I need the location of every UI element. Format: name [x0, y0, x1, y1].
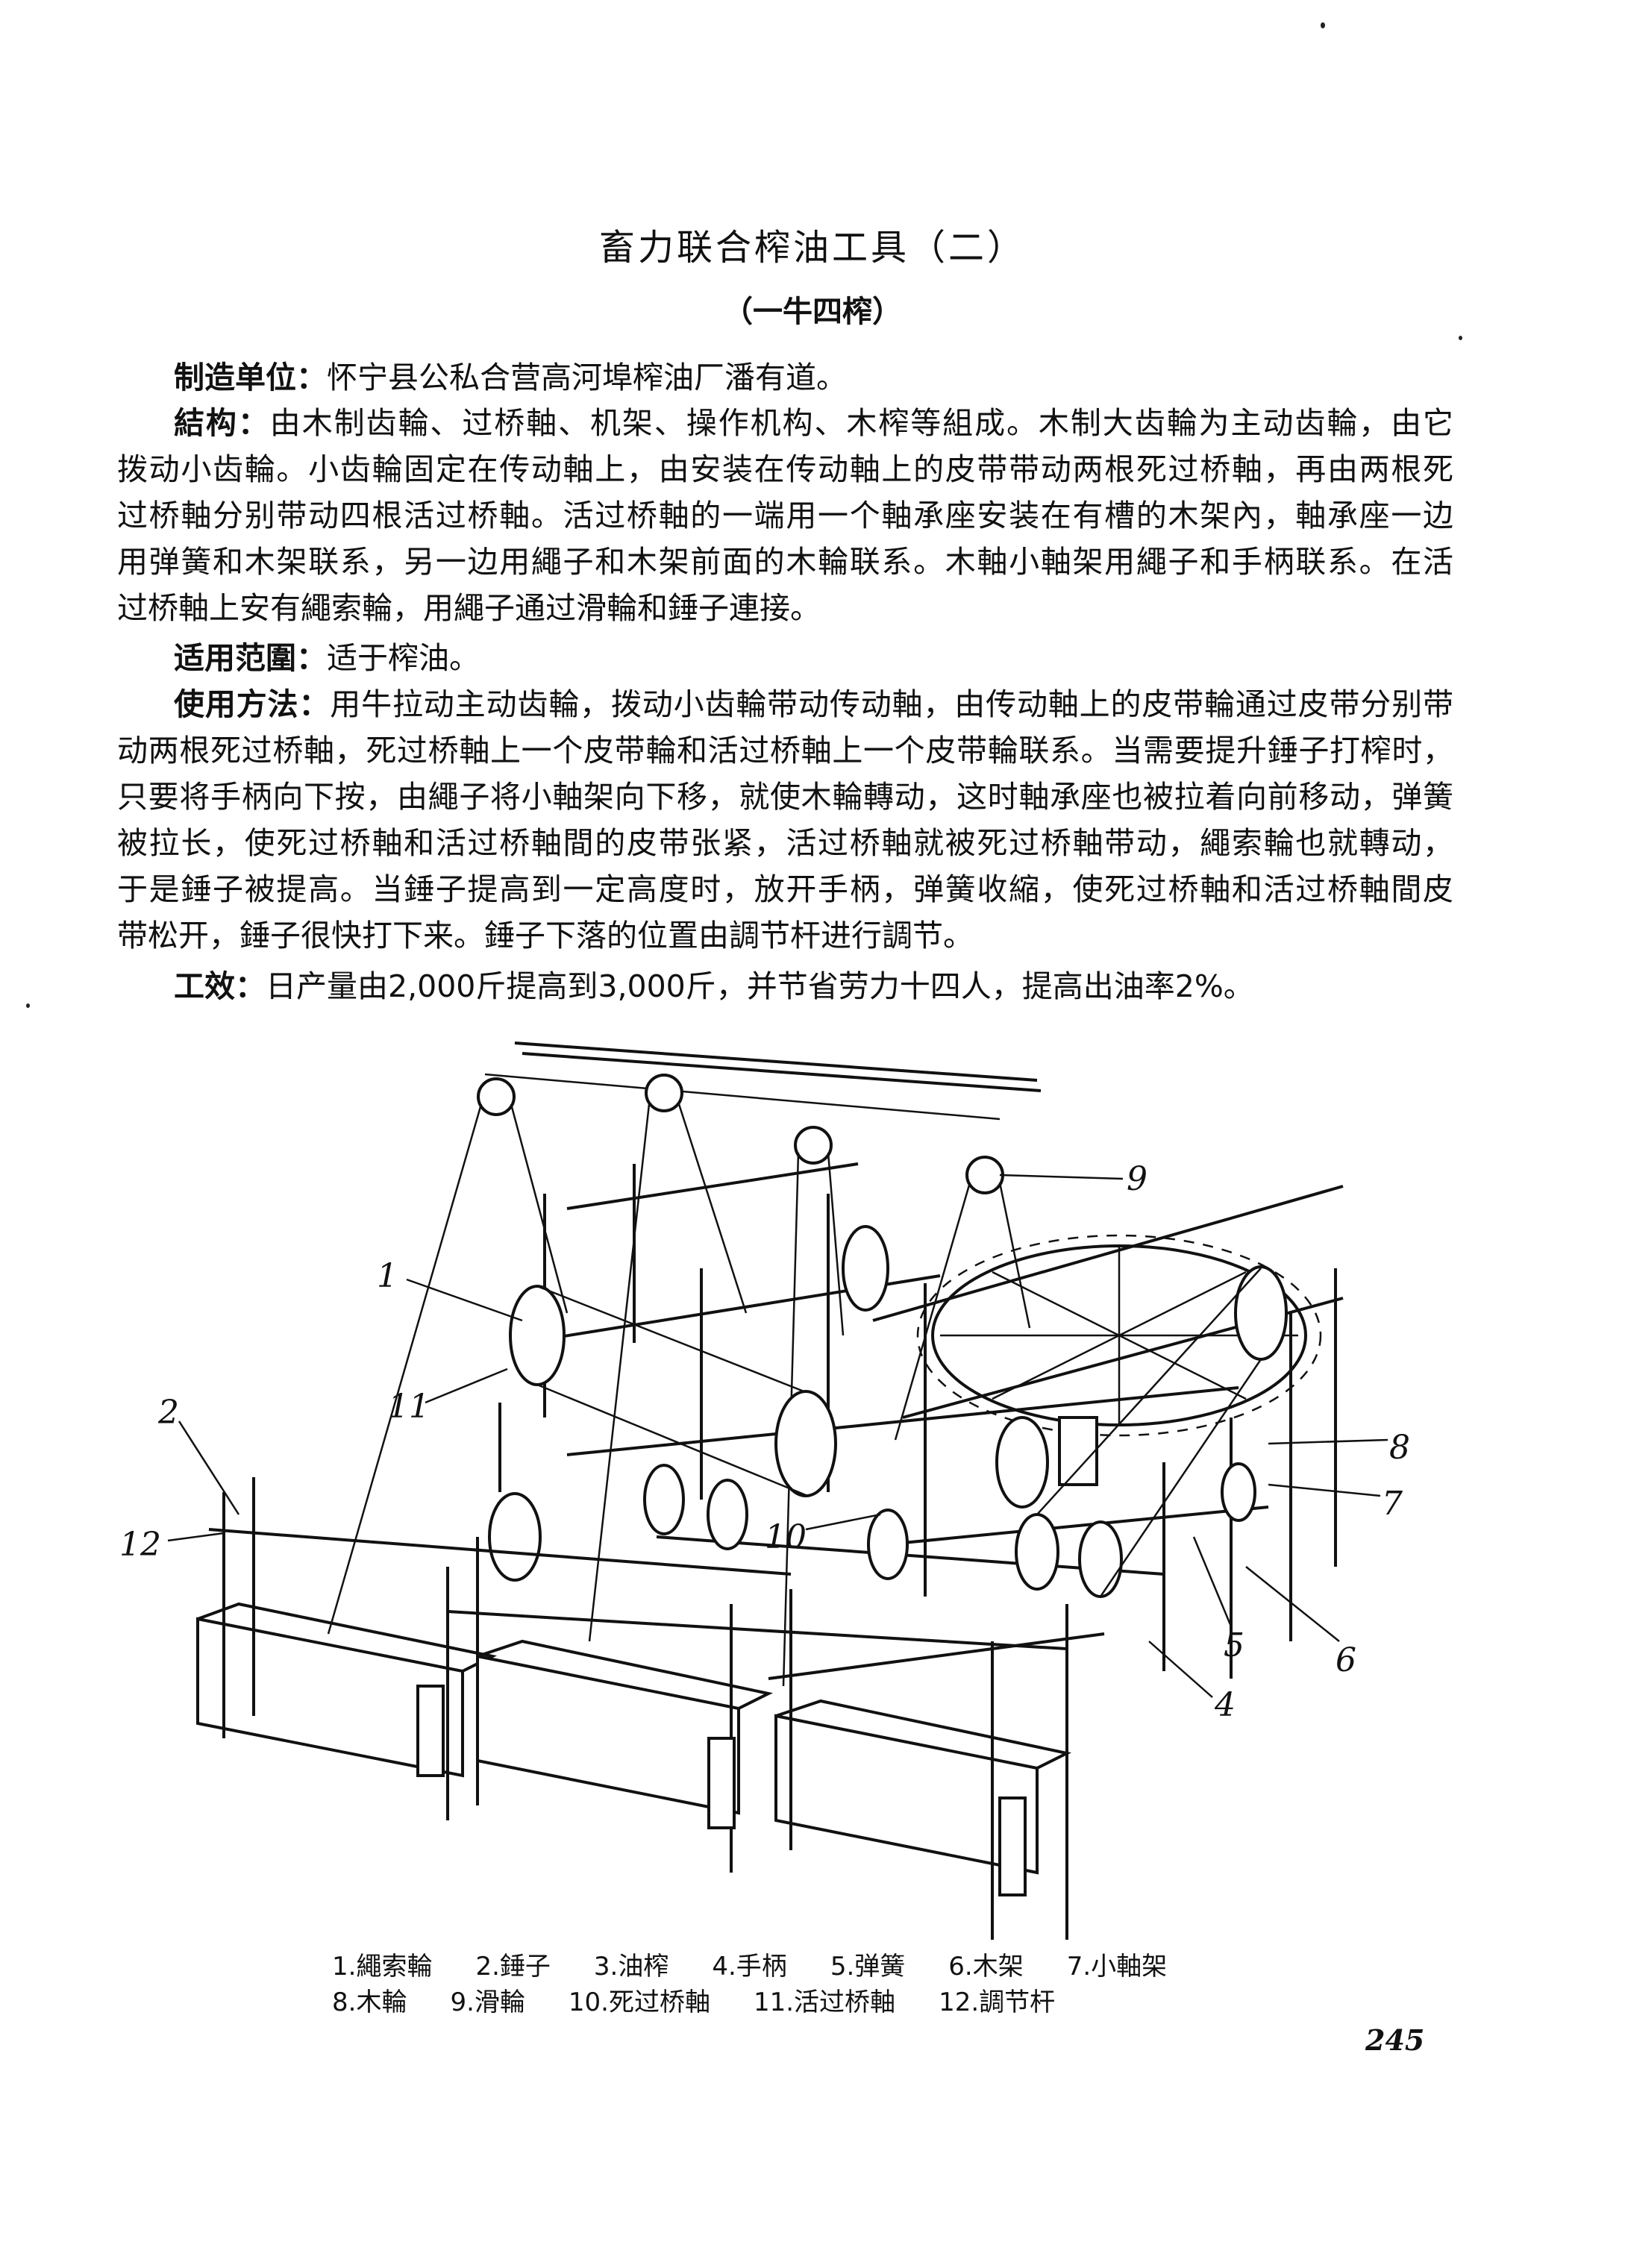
callout-7: 7	[1382, 1485, 1403, 1523]
belt-wheels	[488, 1225, 1288, 1598]
text-line: 于是錘子被提高。当錘子提高到一定高度时，放开手柄，弹簧收縮，使死过桥軸和活过桥軸…	[117, 871, 1453, 907]
scan-speck	[1321, 22, 1325, 28]
text-line: 带松开，錘子很快打下来。錘子下落的位置由調节杆进行調节。	[117, 918, 974, 953]
belts	[536, 1268, 1262, 1597]
text-line: 用牛拉动主动齿輪，拨动小齿輪带动传动軸，由传动軸上的皮带輪通过皮带分别带	[330, 686, 1453, 722]
label-efficiency: 工效：	[174, 968, 266, 1004]
caption-row-1: 1.繩索輪 2.錘子 3.油榨 4.手柄 5.弹簧 6.木架 7.小軸架	[332, 1949, 1210, 1985]
paragraph-efficiency: 工效：日产量由2,000斤提高到3,000斤，并节省劳力十四人，提高出油率2%。	[117, 963, 1453, 1009]
callout-1: 1	[377, 1257, 398, 1295]
callout-4: 4	[1214, 1686, 1236, 1724]
page-subtitle: （一牛四榨）	[723, 295, 902, 329]
text-line: 适于榨油。	[327, 640, 480, 676]
paragraph-usage: 使用方法：用牛拉动主动齿輪，拨动小齿輪带动传动軸，由传动軸上的皮带輪通过皮带分别…	[117, 681, 1453, 959]
caption-item: 2.錘子	[475, 1952, 551, 1982]
text-line: 拨动小齿輪。小齿輪固定在传动軸上，由安装在传动軸上的皮带带动两根死过桥軸，再由两…	[117, 451, 1453, 487]
text-line: 过桥軸上安有繩索輪，用繩子通过滑輪和錘子連接。	[117, 590, 821, 626]
text-line: 由木制齿輪、过桥軸、机架、操作机构、木榨等組成。木制大齿輪为主动齿輪，由它	[269, 405, 1454, 441]
caption-item: 6.木架	[948, 1952, 1024, 1982]
paragraph-scope: 适用范圍：适于榨油。	[117, 635, 1453, 681]
callout-9: 9	[1127, 1160, 1147, 1198]
label-structure: 結构：	[174, 405, 270, 441]
callout-labels: 1 2 12 11 10 9 8 7 5 6 4	[119, 1160, 1410, 1724]
callout-8: 8	[1389, 1429, 1410, 1467]
caption-item: 11.活过桥軸	[753, 1987, 896, 2017]
paragraph-maker: 制造单位：怀宁县公私合营高河埠榨油厂潘有道。	[117, 354, 1453, 401]
hanging-pulleys	[477, 1074, 1004, 1194]
main-gear-wheel	[916, 1234, 1322, 1486]
text-line: 过桥軸分别带动四根活过桥軸。活过桥軸的一端用一个軸承座安装在有槽的木架內，軸承座…	[117, 498, 1453, 533]
text-line: 用弹簧和木架联系，另一边用繩子和木架前面的木輪联系。木軸小軸架用繩子和手柄联系。…	[117, 544, 1453, 580]
caption-item: 5.弹簧	[830, 1952, 906, 1982]
caption-item: 12.調节杆	[939, 1987, 1056, 2017]
scan-speck	[1459, 336, 1462, 340]
caption-item: 8.木輪	[332, 1987, 407, 2017]
label-scope: 适用范圍：	[174, 640, 327, 676]
text-line: 只要将手柄向下按，由繩子将小軸架向下移，就使木輪轉动，这时軸承座也被拉着向前移动…	[117, 779, 1453, 815]
callout-5: 5	[1224, 1626, 1244, 1664]
label-maker: 制造单位：	[174, 360, 327, 395]
scan-speck	[26, 1003, 30, 1008]
ropes	[327, 1103, 1031, 1687]
oil-presses	[196, 1477, 1105, 1940]
label-usage: 使用方法：	[174, 686, 331, 722]
callout-11: 11	[388, 1388, 430, 1426]
callout-10: 10	[765, 1518, 807, 1556]
text-line: 动两根死过桥軸，死过桥軸上一个皮带輪和活过桥軸上一个皮带輪联系。当需要提升錘子打…	[117, 733, 1453, 768]
figure-caption: 1.繩索輪 2.錘子 3.油榨 4.手柄 5.弹簧 6.木架 7.小軸架 8.木…	[332, 1949, 1210, 2020]
text-line: 日产量由2,000斤提高到3,000斤，并节省劳力十四人，提高出油率2%。	[266, 968, 1254, 1004]
page-title: 畜力联合榨油工具（二）	[598, 227, 1026, 269]
caption-item: 10.死过桥軸	[568, 1987, 710, 2017]
caption-item: 4.手柄	[712, 1952, 787, 1982]
callout-12: 12	[119, 1526, 161, 1564]
caption-item: 9.滑輪	[450, 1987, 525, 2017]
page-number: 245	[1365, 2023, 1425, 2057]
caption-row-2: 8.木輪 9.滑輪 10.死过桥軸 11.活过桥軸 12.調节杆	[332, 1985, 1210, 2020]
caption-item: 7.小軸架	[1066, 1952, 1168, 1982]
paragraph-structure: 結构：由木制齿輪、过桥軸、机架、操作机构、木榨等組成。木制大齿輪为主动齿輪，由它…	[117, 400, 1453, 631]
caption-item: 1.繩索輪	[332, 1952, 433, 1982]
callout-6: 6	[1336, 1641, 1356, 1679]
text-line: 怀宁县公私合营高河埠榨油厂潘有道。	[327, 360, 847, 395]
text-line: 被拉长，使死过桥軸和活过桥軸間的皮带张紧，活过桥軸就被死过桥軸带动，繩索輪也就轉…	[117, 825, 1453, 861]
overhead-rail	[484, 1041, 1042, 1121]
callout-2: 2	[157, 1394, 179, 1432]
caption-item: 3.油榨	[593, 1952, 669, 1982]
